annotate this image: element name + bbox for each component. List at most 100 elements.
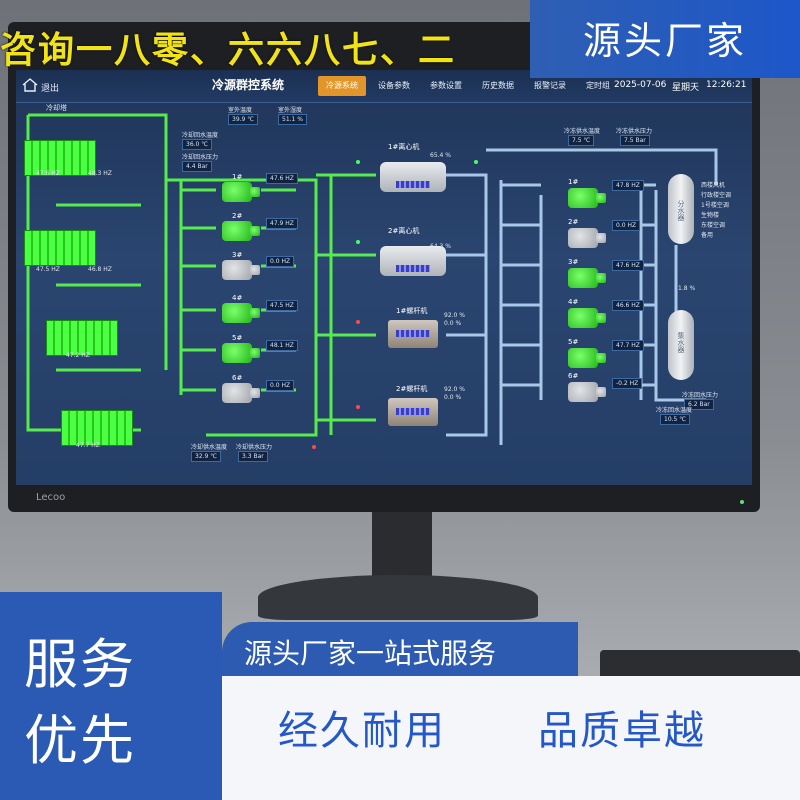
chiller-3-name: 1#螺杆机 bbox=[396, 307, 428, 315]
tower-freq-1: 47.6 HZ bbox=[36, 170, 60, 177]
chw-pump-6[interactable] bbox=[568, 382, 606, 402]
current-time: 12:26:21 bbox=[706, 80, 747, 90]
cw-pump-3-name: 3# bbox=[232, 251, 243, 259]
chiller-4-load2: 0.0 % bbox=[444, 394, 462, 401]
cw-pump-4[interactable] bbox=[222, 303, 260, 323]
cw-pump-3[interactable] bbox=[222, 260, 260, 280]
chiller-3-load2: 0.0 % bbox=[444, 320, 462, 327]
cw-pump-6[interactable] bbox=[222, 383, 260, 403]
tab-history[interactable]: 历史数据 bbox=[482, 81, 514, 90]
system-title: 冷源群控系统 bbox=[212, 78, 285, 92]
cooling-tower-4[interactable] bbox=[61, 410, 133, 446]
cw-supply-press-label: 冷却供水压力 bbox=[236, 444, 273, 451]
tab-device-params[interactable]: 设备参数 bbox=[378, 81, 410, 90]
chw-return-temp-label: 冷冻回水温度 bbox=[656, 407, 693, 414]
chw-return-press-label: 冷冻回水压力 bbox=[682, 392, 719, 399]
cooling-tower-2[interactable] bbox=[24, 230, 96, 266]
tower-freq-5: 47.2 HZ bbox=[66, 352, 90, 359]
service-strip-text: 源头厂家一站式服务 bbox=[244, 637, 497, 670]
chw-pump-5[interactable] bbox=[568, 348, 606, 368]
cw-return-press-value: 4.4 Bar bbox=[182, 161, 212, 172]
slogan-panel: 经久耐用 品质卓越 bbox=[222, 676, 800, 800]
supply-manifold-label: 分水器 bbox=[677, 200, 685, 221]
return-manifold-tank[interactable] bbox=[668, 310, 694, 380]
chiller-1-load: 65.4 % bbox=[430, 152, 451, 159]
outdoor-humidity-label: 室外湿度 bbox=[278, 107, 303, 114]
chiller-3[interactable] bbox=[388, 320, 438, 348]
chw-supply-temp-label: 冷冻供水温度 bbox=[564, 128, 601, 135]
chw-pump-3[interactable] bbox=[568, 268, 606, 288]
power-led bbox=[740, 500, 744, 504]
branch-1: 西楼风机 bbox=[701, 182, 726, 189]
chw-pump-2[interactable] bbox=[568, 228, 606, 248]
chw-pump-1-name: 1# bbox=[568, 178, 579, 186]
chiller-4-name: 2#螺杆机 bbox=[396, 385, 428, 393]
chiller-4-load: 92.0 % bbox=[444, 386, 465, 393]
scada-screen: 退出 冷源群控系统 冷源系统 设备参数 参数设置 历史数据 报警记录 定时组 2… bbox=[16, 70, 752, 485]
chw-supply-temp-value: 7.5 ℃ bbox=[568, 135, 595, 146]
monitor-stand-neck bbox=[372, 512, 432, 582]
branch-6: 备用 bbox=[701, 232, 714, 239]
outdoor-temp-value: 39.9 ℃ bbox=[228, 114, 259, 125]
service-strip: 源头厂家一站式服务 bbox=[222, 622, 578, 676]
chw-pump-1[interactable] bbox=[568, 188, 606, 208]
current-weekday: 星期天 bbox=[672, 83, 700, 93]
chw-supply-press-label: 冷冻供水压力 bbox=[616, 128, 653, 135]
tower-freq-4: 46.8 HZ bbox=[88, 266, 112, 273]
exit-button[interactable]: 退出 bbox=[41, 84, 60, 94]
chw-pump-4-name: 4# bbox=[568, 298, 579, 306]
cw-pump-5-name: 5# bbox=[232, 334, 243, 342]
valve-indicator bbox=[356, 405, 360, 409]
chw-return-temp-value: 10.5 ℃ bbox=[660, 414, 691, 425]
chiller-2[interactable] bbox=[380, 246, 446, 276]
return-manifold-label: 集水器 bbox=[677, 332, 685, 353]
contact-text: 咨询一八零、六六八七、二 bbox=[0, 30, 457, 71]
service-left-panel: 服务 优先 bbox=[0, 592, 222, 800]
chw-pump-6-freq: -0.2 HZ bbox=[612, 378, 643, 389]
cw-pump-1[interactable] bbox=[222, 182, 260, 202]
chiller-1[interactable] bbox=[380, 162, 446, 192]
tab-schedule[interactable]: 定时组 bbox=[586, 81, 610, 90]
outdoor-humidity-value: 51.1 % bbox=[278, 114, 307, 125]
tab-alarms[interactable]: 报警记录 bbox=[534, 81, 566, 90]
chiller-3-load: 92.0 % bbox=[444, 312, 465, 319]
chw-pump-3-freq: 47.6 HZ bbox=[612, 260, 644, 271]
chw-pump-4[interactable] bbox=[568, 308, 606, 328]
top-contact-banner: 咨询一八零、六六八七、二 bbox=[0, 22, 560, 72]
cw-pump-5[interactable] bbox=[222, 343, 260, 363]
chiller-1-name: 1#离心机 bbox=[388, 143, 420, 151]
valve-indicator bbox=[474, 160, 478, 164]
cw-pump-2[interactable] bbox=[222, 221, 260, 241]
monitor-stand-base bbox=[258, 575, 538, 620]
tab-chiller-system[interactable]: 冷源系统 bbox=[318, 76, 366, 96]
chw-pump-5-name: 5# bbox=[568, 338, 579, 346]
branch-2: 行政楼空调 bbox=[701, 192, 732, 199]
chw-return-press-value: 6.2 Bar bbox=[684, 399, 714, 410]
cw-pump-6-name: 6# bbox=[232, 374, 243, 382]
chw-pump-5-freq: 47.7 HZ bbox=[612, 340, 644, 351]
cw-supply-press-value: 3.3 Bar bbox=[238, 451, 268, 462]
home-icon[interactable] bbox=[22, 78, 38, 92]
branch-4: 生物楼 bbox=[701, 212, 720, 219]
cw-return-press-label: 冷却回水压力 bbox=[182, 154, 219, 161]
tower-freq-6: 47.7 HZ bbox=[76, 442, 100, 449]
valve-indicator bbox=[356, 240, 360, 244]
branch-5: 东楼空调 bbox=[701, 222, 726, 229]
cw-supply-temp-label: 冷却供水温度 bbox=[191, 444, 228, 451]
chw-pump-2-name: 2# bbox=[568, 218, 579, 226]
tab-param-settings[interactable]: 参数设置 bbox=[430, 81, 462, 90]
cooling-tower-3[interactable] bbox=[46, 320, 118, 356]
cw-pump-4-name: 4# bbox=[232, 294, 243, 302]
slogan-left: 经久耐用 bbox=[278, 708, 446, 754]
chw-pump-2-freq: 0.0 HZ bbox=[612, 220, 641, 231]
chiller-4[interactable] bbox=[388, 398, 438, 426]
valve-indicator bbox=[356, 320, 360, 324]
chw-supply-press-value: 7.5 Bar bbox=[620, 135, 650, 146]
supply-manifold-tank[interactable] bbox=[668, 174, 694, 244]
valve-indicator bbox=[356, 160, 360, 164]
cw-pump-1-name: 1# bbox=[232, 173, 243, 181]
cooling-tower-1[interactable] bbox=[24, 140, 96, 176]
main-tabs: 冷源系统 设备参数 参数设置 历史数据 报警记录 定时组 bbox=[318, 76, 618, 96]
cw-pump-6-freq: 0.0 HZ bbox=[266, 380, 295, 391]
cw-pump-4-freq: 47.5 HZ bbox=[266, 300, 298, 311]
